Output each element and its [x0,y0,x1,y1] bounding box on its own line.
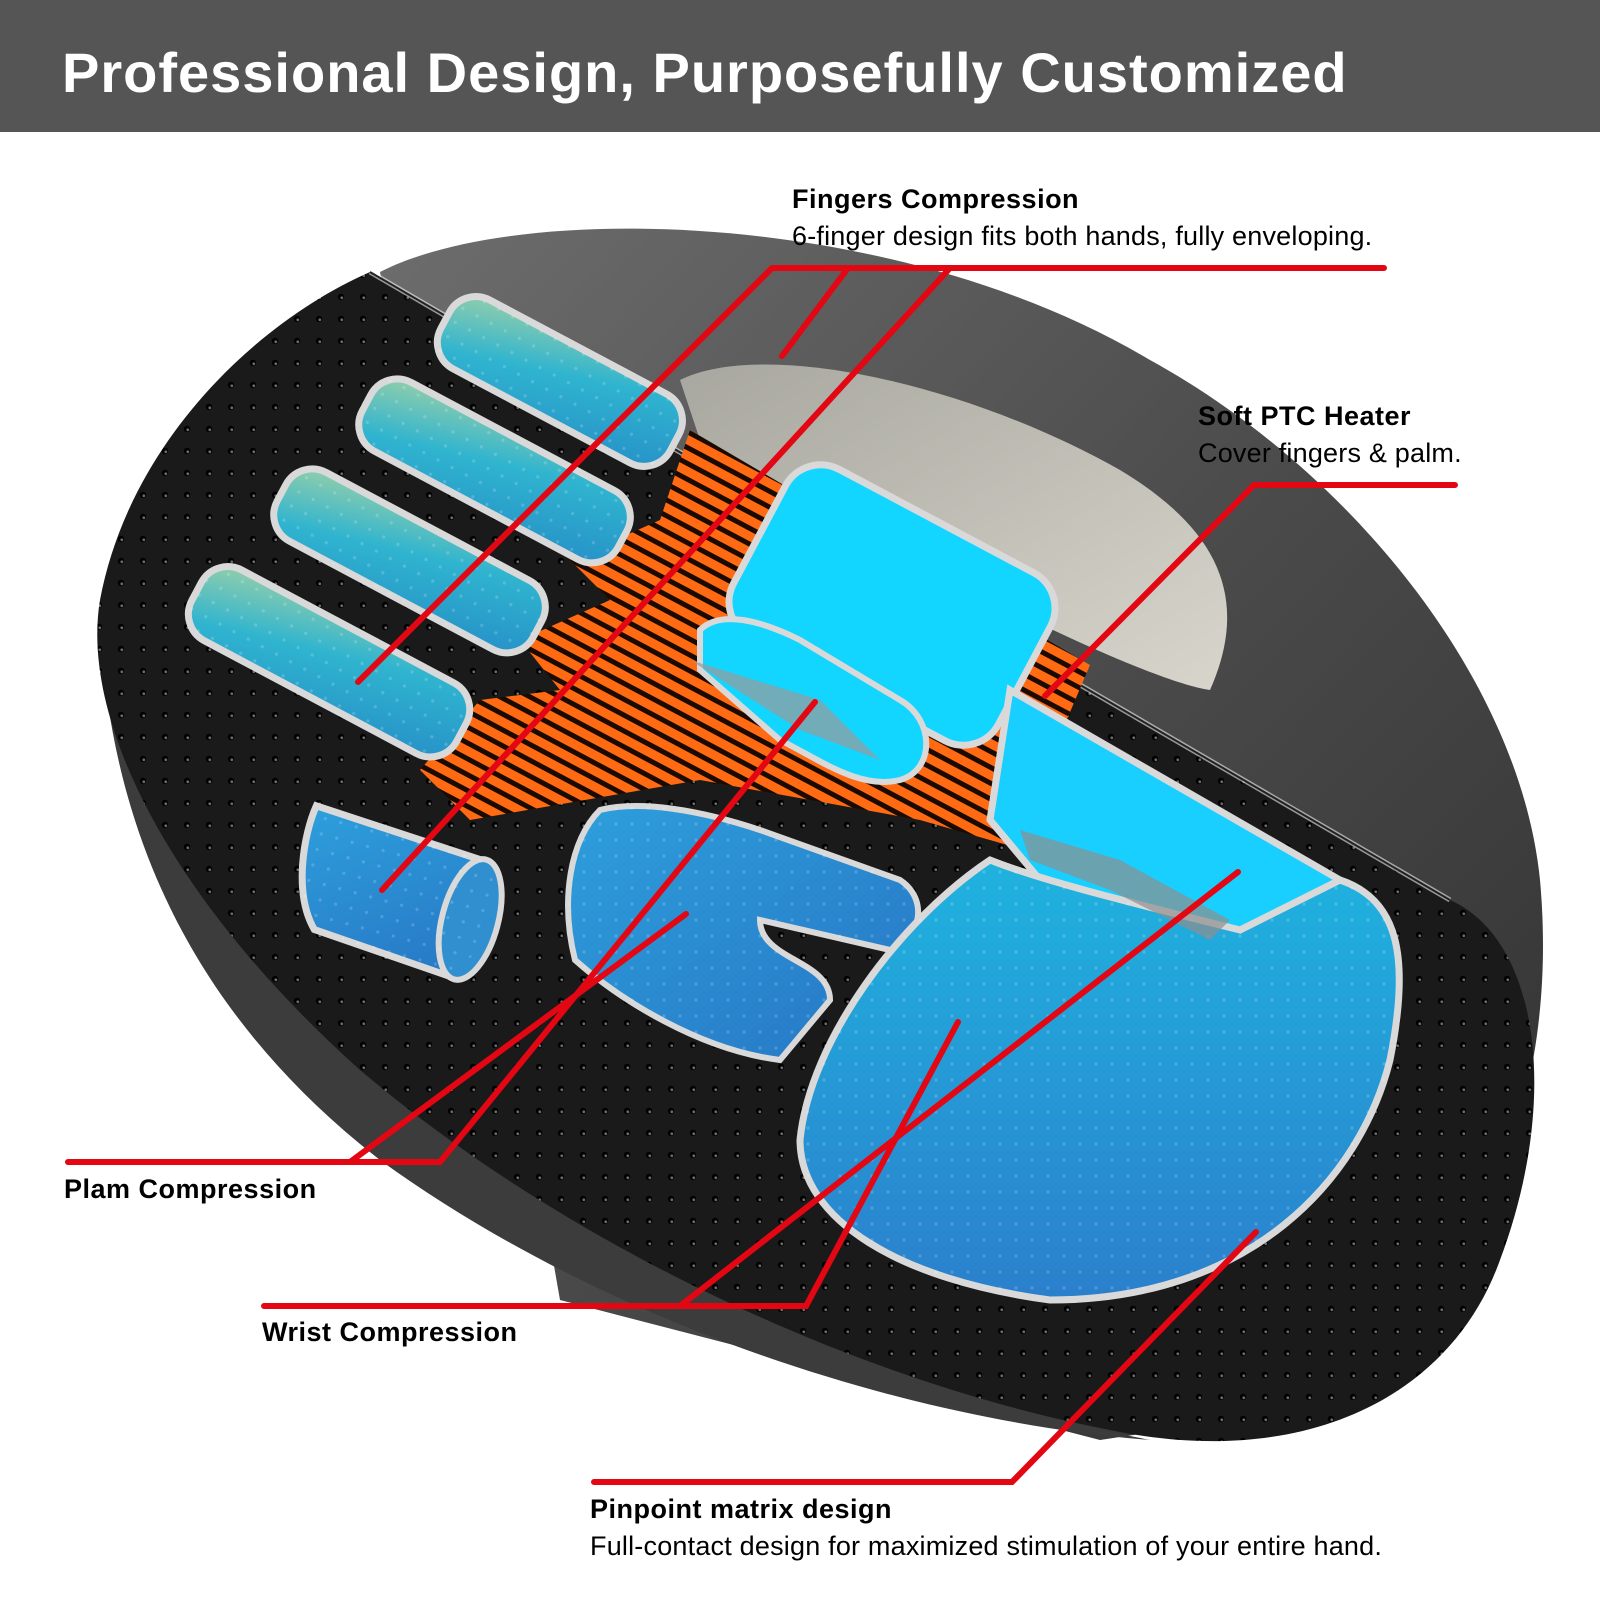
leader-line-matrix [591,1229,1259,1485]
palm-airbags [565,461,1059,1064]
callout-description: Cover fingers & palm. [1198,438,1462,468]
callout-title: Pinpoint matrix design [590,1494,893,1524]
callout-description: 6-finger design fits both hands, fully e… [792,221,1373,251]
callout-fingers-compression: Fingers Compression 6-finger design fits… [792,184,1372,252]
callout-description: Full-contact design for maximized stimul… [590,1531,1383,1561]
callout-title: Soft PTC Heater [1198,401,1412,431]
callout-palm-compression: Plam Compression [64,1174,317,1205]
callout-title: Plam Compression [64,1174,317,1204]
page-title: Professional Design, Purposefully Custom… [62,41,1348,104]
leader-line-palm [65,699,818,1165]
leader-line-wrist-2 [677,869,1241,1309]
leader-lines [65,265,1458,1485]
leader-line-wrist [261,1019,961,1309]
callout-soft-ptc-heater: Soft PTC Heater Cover fingers & palm. [1198,401,1462,469]
leader-line-fingers-3 [379,265,953,893]
leader-line-fingers-2 [779,265,851,359]
callout-title: Wrist Compression [262,1317,518,1347]
callout-title: Fingers Compression [792,184,1080,214]
callout-pinpoint-matrix: Pinpoint matrix design Full-contact desi… [590,1494,1382,1562]
leader-line-palm-2 [347,911,689,1165]
leader-line-fingers [355,265,1387,685]
leader-line-heater [1042,482,1458,699]
callout-wrist-compression: Wrist Compression [262,1317,518,1348]
wrist-airbag [796,684,1403,1304]
header-banner: Professional Design, Purposefully Custom… [0,0,1600,132]
finger-airbags [184,293,686,983]
